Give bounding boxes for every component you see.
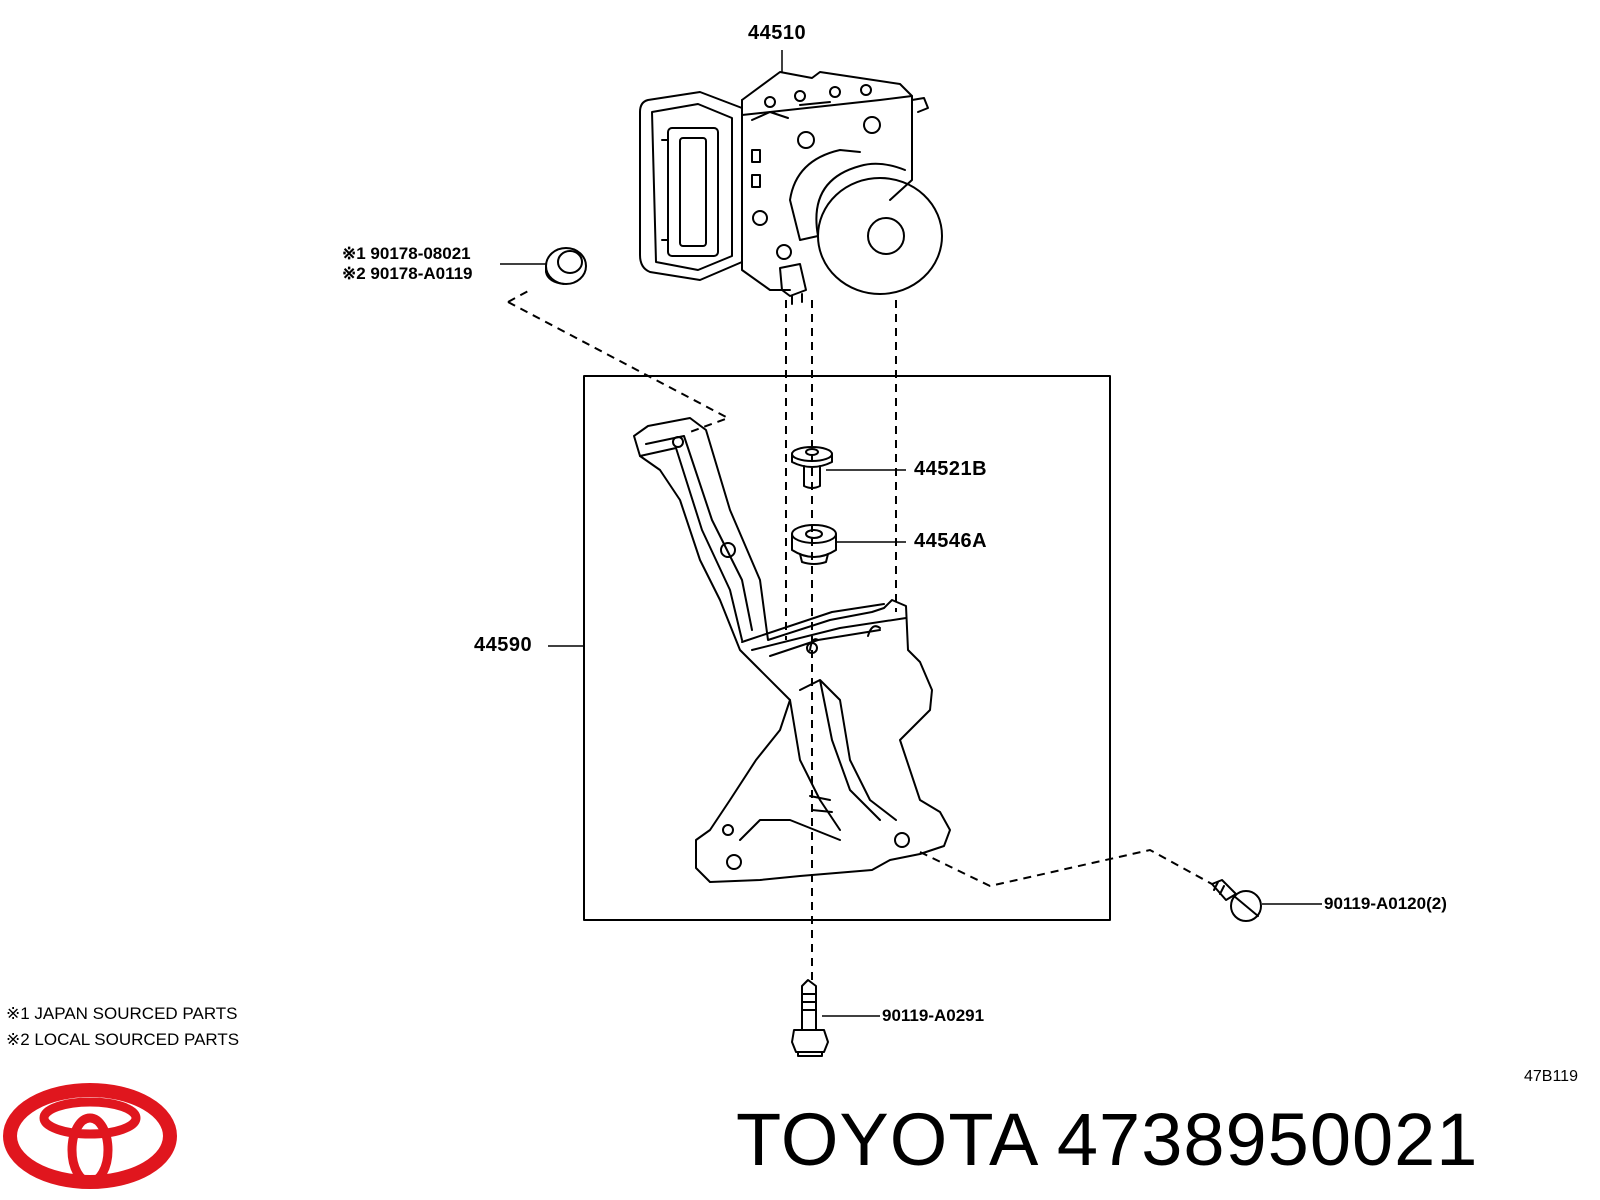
brand-part-number: TOYOTA 4738950021 xyxy=(736,1098,1479,1181)
bracket-frame xyxy=(583,375,1111,921)
grommet-nut xyxy=(545,247,587,285)
cushion xyxy=(791,524,837,565)
note-japan-sourced: ※1 JAPAN SOURCED PARTS xyxy=(6,1004,238,1023)
label-abs-unit: 44510 xyxy=(748,22,807,44)
label-collar: 44521B xyxy=(914,458,988,480)
label-bottom-bolt: 90119-A0291 xyxy=(882,1006,985,1025)
bracket xyxy=(633,417,951,883)
side-bolt xyxy=(1211,879,1262,922)
collar xyxy=(791,446,833,489)
label-side-bolt: 90119-A0120(2) xyxy=(1324,894,1447,913)
bottom-bolt xyxy=(791,979,829,1057)
abs-actuator-unit xyxy=(639,71,943,305)
toyota-logo xyxy=(3,1083,177,1189)
label-bolt-b: ※2 90178-A0119 xyxy=(342,264,473,283)
note-local-sourced: ※2 LOCAL SOURCED PARTS xyxy=(6,1030,240,1049)
label-bolt-a: ※1 90178-08021 xyxy=(342,244,471,263)
label-cushion: 44546A xyxy=(914,530,988,552)
diagram-code: 47B119 xyxy=(1524,1068,1578,1085)
label-bracket: 44590 xyxy=(474,634,533,656)
